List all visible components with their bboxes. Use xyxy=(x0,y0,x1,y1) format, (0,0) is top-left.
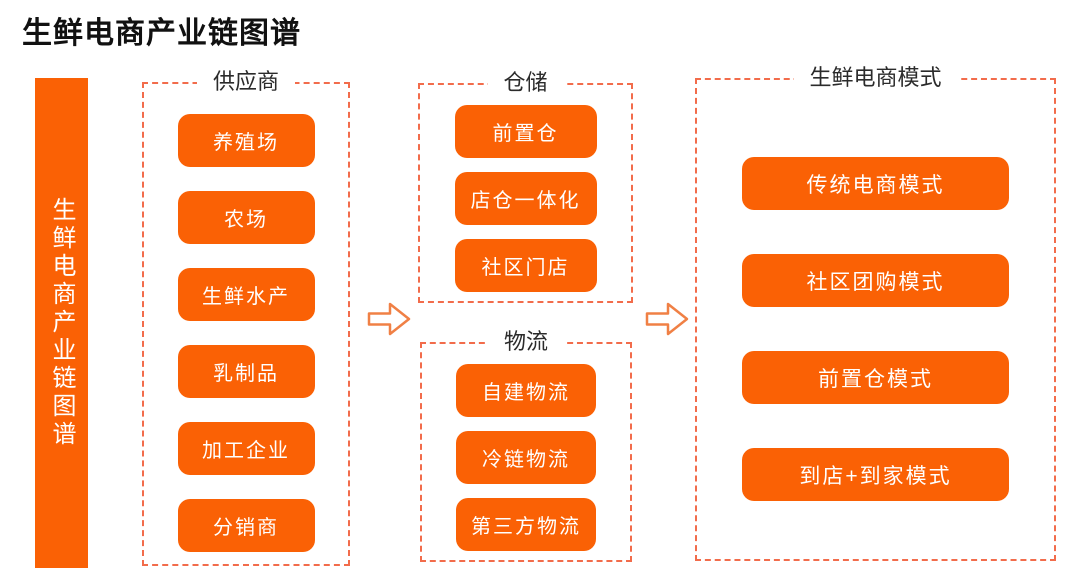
node-self-built-logistics: 自建物流 xyxy=(456,364,596,417)
node-third-party-logistics: 第三方物流 xyxy=(456,498,596,551)
vertical-banner: 生鲜电商产业链图谱 xyxy=(35,78,88,568)
group-suppliers: 供应商 养殖场 农场 生鲜水产 乳制品 加工企业 分销商 xyxy=(142,69,350,566)
node-store-warehouse-integration: 店仓一体化 xyxy=(454,172,597,225)
node-distributor: 分销商 xyxy=(177,499,315,552)
node-traditional-ecommerce-model: 传统电商模式 xyxy=(742,157,1009,210)
node-to-store-to-home-model: 到店+到家模式 xyxy=(742,448,1009,501)
node-front-warehouse: 前置仓 xyxy=(454,105,597,158)
vertical-banner-label: 生鲜电商产业链图谱 xyxy=(48,197,75,449)
node-farm: 农场 xyxy=(177,191,315,244)
flow-right-arrow-icon xyxy=(645,302,689,336)
node-community-group-buying-model: 社区团购模式 xyxy=(742,254,1009,307)
node-community-store: 社区门店 xyxy=(454,239,597,292)
node-front-warehouse-model: 前置仓模式 xyxy=(742,351,1009,404)
group-warehousing-title: 仓储 xyxy=(487,70,564,96)
node-dairy: 乳制品 xyxy=(177,345,315,398)
flow-right-arrow-icon xyxy=(367,302,411,336)
group-logistics: 物流 自建物流 冷链物流 第三方物流 xyxy=(420,329,632,562)
node-cold-chain-logistics: 冷链物流 xyxy=(456,431,596,484)
node-processing-enterprise: 加工企业 xyxy=(177,422,315,475)
group-warehousing: 仓储 前置仓 店仓一体化 社区门店 xyxy=(418,70,633,303)
group-ecommerce-models: 生鲜电商模式 传统电商模式 社区团购模式 前置仓模式 到店+到家模式 xyxy=(695,65,1056,561)
group-suppliers-title: 供应商 xyxy=(196,69,296,95)
group-ecommerce-models-title: 生鲜电商模式 xyxy=(793,65,958,91)
node-farm-breeding: 养殖场 xyxy=(177,114,315,167)
page-title: 生鲜电商产业链图谱 xyxy=(22,17,301,50)
group-logistics-title: 物流 xyxy=(487,329,565,355)
node-fresh-seafood: 生鲜水产 xyxy=(177,268,315,321)
